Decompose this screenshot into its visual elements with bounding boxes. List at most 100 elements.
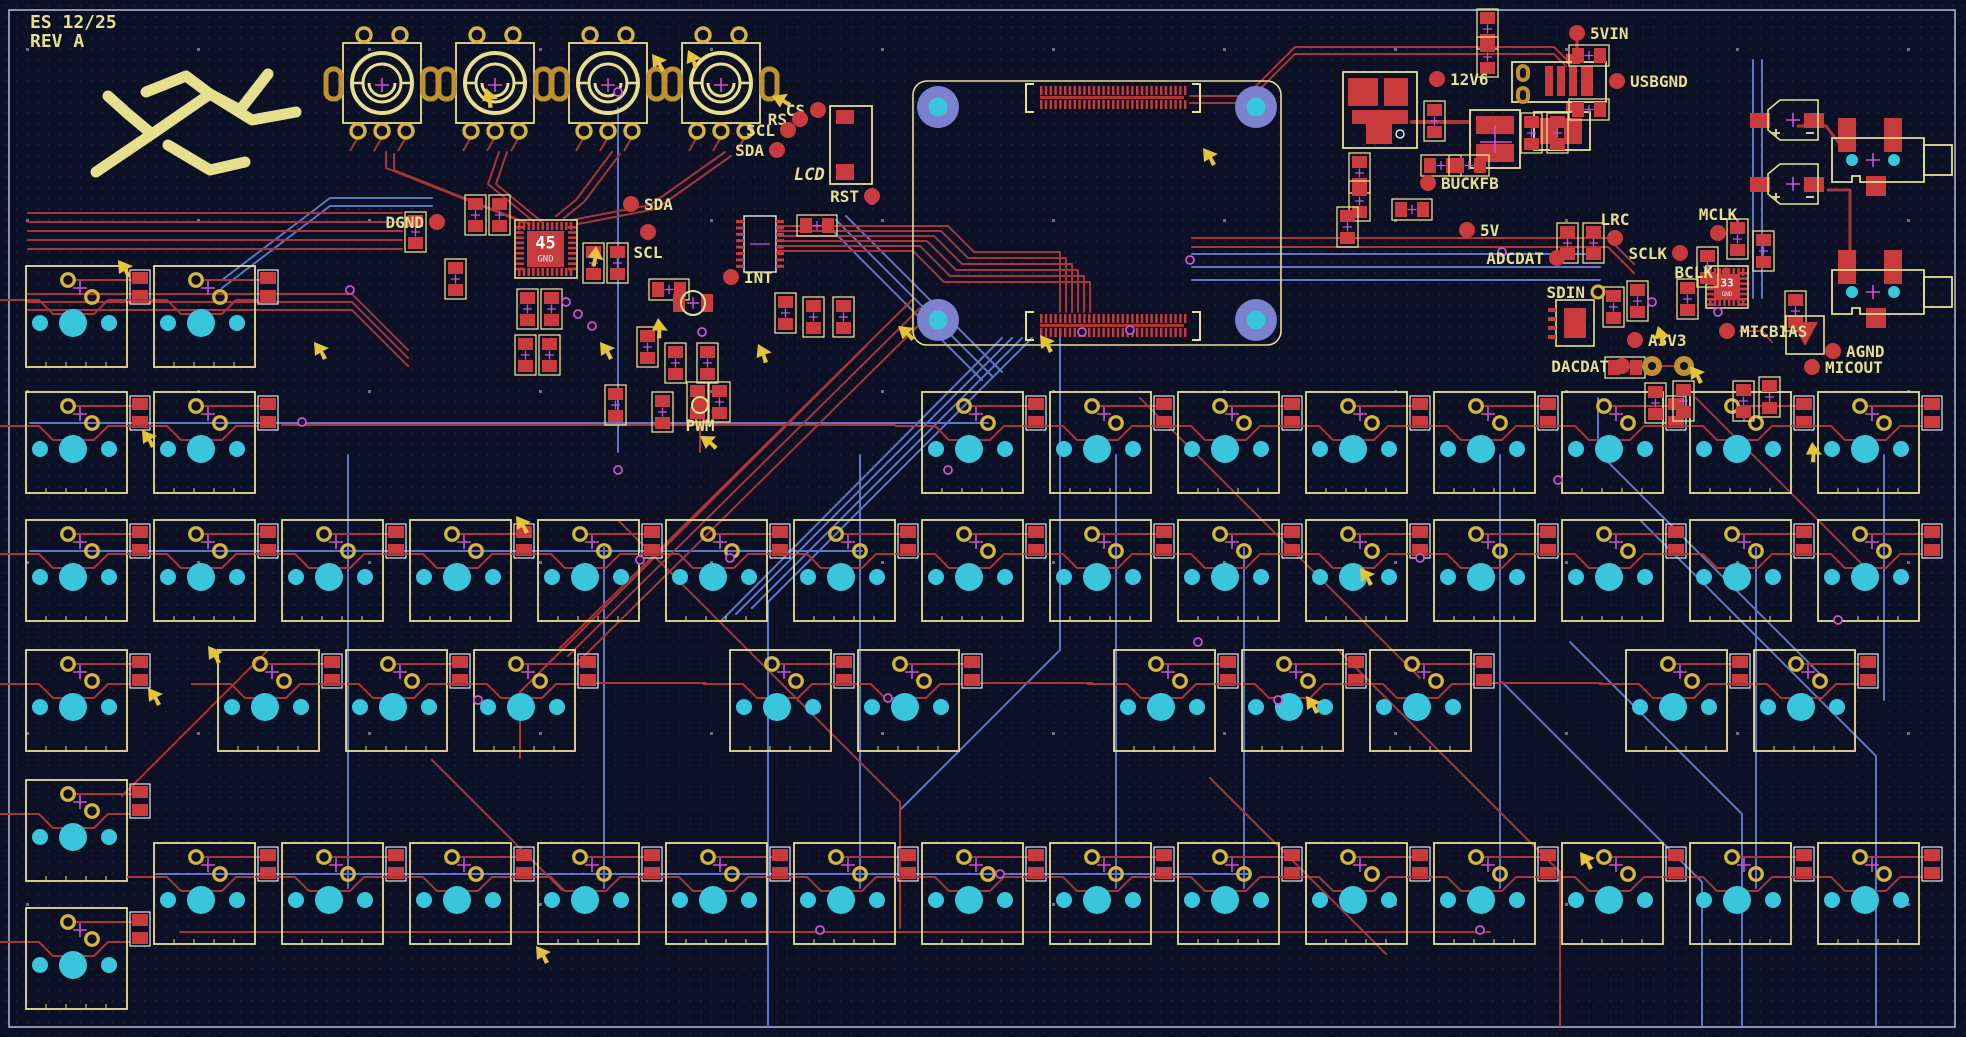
test-point[interactable]: MCLK: [1699, 205, 1738, 241]
encoder-tab-pad[interactable]: [662, 66, 683, 102]
test-point[interactable]: MICBIAS: [1719, 322, 1807, 341]
passive-pad[interactable]: [1560, 226, 1575, 238]
jack-pad[interactable]: [1838, 118, 1856, 152]
encoder-mount-pad[interactable]: [391, 26, 409, 44]
switch-footprint[interactable]: [1279, 391, 1431, 494]
copper-trace-back[interactable]: [221, 197, 433, 281]
diode-footprint[interactable]: [577, 653, 599, 689]
copper-trace-front[interactable]: [571, 151, 726, 221]
passive-footprint[interactable]: [708, 381, 731, 423]
via[interactable]: [1193, 637, 1203, 647]
copper-trace-back[interactable]: [1569, 641, 1743, 1027]
diode-pad[interactable]: [1028, 526, 1044, 538]
passive-pad[interactable]: [544, 292, 559, 304]
via[interactable]: [725, 553, 735, 563]
switch-pin-pad[interactable]: [1724, 849, 1740, 865]
encoder-pin-pad[interactable]: [349, 122, 367, 140]
passive-pad[interactable]: [1700, 250, 1715, 262]
diode-pad[interactable]: [452, 656, 468, 668]
passive-footprint[interactable]: [774, 292, 797, 334]
copper-pad[interactable]: [1545, 66, 1553, 96]
switch-footprint[interactable]: [0, 265, 151, 368]
switch-pin-pad[interactable]: [1236, 543, 1252, 559]
switch-pin-pad[interactable]: [1108, 866, 1124, 882]
switch-pin-pad[interactable]: [316, 526, 332, 542]
switch-pin-pad[interactable]: [1852, 849, 1868, 865]
passive-pad[interactable]: [1648, 386, 1663, 398]
switch-footprint[interactable]: [0, 779, 151, 882]
copper-pad[interactable]: [1569, 66, 1577, 96]
module-connector-pads[interactable]: [1025, 311, 1201, 341]
passive-footprint[interactable]: [404, 211, 427, 253]
passive-pad[interactable]: [492, 220, 507, 232]
diode-pad[interactable]: [1476, 674, 1492, 686]
copper-trace-back[interactable]: [899, 329, 1061, 811]
jack-pad[interactable]: [1866, 176, 1886, 196]
diode-pad[interactable]: [516, 526, 532, 538]
passive-pad[interactable]: [1480, 62, 1495, 74]
switch-footprint[interactable]: [127, 391, 279, 494]
diode-footprint[interactable]: [1409, 846, 1431, 882]
switch-pin-pad[interactable]: [188, 398, 204, 414]
switch-pin-pad[interactable]: [60, 914, 76, 930]
test-point[interactable]: AGND: [1825, 342, 1885, 361]
switch-pin-pad[interactable]: [1876, 543, 1892, 559]
passive-footprint[interactable]: [1348, 180, 1371, 222]
test-point[interactable]: LRC: [1601, 210, 1630, 246]
copper-pad[interactable]: [1581, 66, 1593, 96]
diode-pad[interactable]: [1156, 398, 1172, 410]
switch-pin-pad[interactable]: [596, 543, 612, 559]
passive-pad[interactable]: [1730, 244, 1745, 256]
copper-trace-back[interactable]: [751, 337, 1023, 609]
test-point-pad[interactable]: [810, 102, 826, 118]
rotary-encoder-footprint[interactable]: [436, 26, 554, 152]
switch-pin-pad[interactable]: [1492, 415, 1508, 431]
via[interactable]: [1077, 327, 1087, 337]
diode-pad[interactable]: [1924, 416, 1940, 428]
encoder-tab-pad[interactable]: [759, 66, 780, 102]
switch-footprint[interactable]: [0, 391, 151, 494]
passive-footprint[interactable]: [604, 384, 627, 426]
switch-footprint[interactable]: [127, 842, 279, 945]
diode-pad[interactable]: [1540, 398, 1556, 410]
test-point-pad[interactable]: [1627, 332, 1643, 348]
switch-pin-pad[interactable]: [1748, 415, 1764, 431]
diode-pad[interactable]: [388, 526, 404, 538]
passive-pad[interactable]: [655, 395, 670, 407]
copper-trace-front[interactable]: [1209, 777, 1387, 955]
passive-footprint[interactable]: [1676, 278, 1699, 320]
diode-pad[interactable]: [1412, 526, 1428, 538]
diode-footprint[interactable]: [129, 911, 151, 947]
passive-footprint[interactable]: [1626, 280, 1649, 322]
passive-pad[interactable]: [1630, 360, 1642, 375]
test-point[interactable]: ADCDAT: [1486, 249, 1565, 268]
copper-trace-front[interactable]: [577, 155, 732, 225]
via[interactable]: [587, 321, 597, 331]
switch-pin-pad[interactable]: [60, 398, 76, 414]
test-point[interactable]: SCLK: [1628, 244, 1688, 263]
passive-pad[interactable]: [610, 246, 625, 258]
copper-trace-front[interactable]: [487, 151, 535, 223]
via[interactable]: [297, 417, 307, 427]
via[interactable]: [697, 327, 707, 337]
via[interactable]: [1497, 247, 1507, 257]
test-point-pad[interactable]: [1590, 284, 1606, 300]
passive-footprint[interactable]: [488, 194, 511, 236]
passive-pad[interactable]: [448, 262, 463, 274]
diode-pad[interactable]: [644, 849, 660, 861]
passive-footprint[interactable]: [796, 214, 838, 237]
passive-pad[interactable]: [1788, 294, 1803, 306]
passive-pad[interactable]: [1594, 102, 1606, 117]
audio-jack-footprint[interactable]: [1831, 250, 1953, 328]
passive-pad[interactable]: [1680, 304, 1695, 316]
switch-pin-pad[interactable]: [572, 526, 588, 542]
encoder-tab-pad[interactable]: [436, 66, 457, 102]
switch-pin-pad[interactable]: [276, 673, 292, 689]
jack-pad[interactable]: [1838, 250, 1856, 284]
test-point-pad[interactable]: [640, 224, 656, 240]
via[interactable]: [1647, 297, 1657, 307]
copper-trace-front[interactable]: [777, 240, 1079, 313]
test-point[interactable]: SCL: [746, 121, 796, 140]
switch-pin-pad[interactable]: [84, 673, 100, 689]
passive-footprint[interactable]: [1423, 100, 1446, 142]
